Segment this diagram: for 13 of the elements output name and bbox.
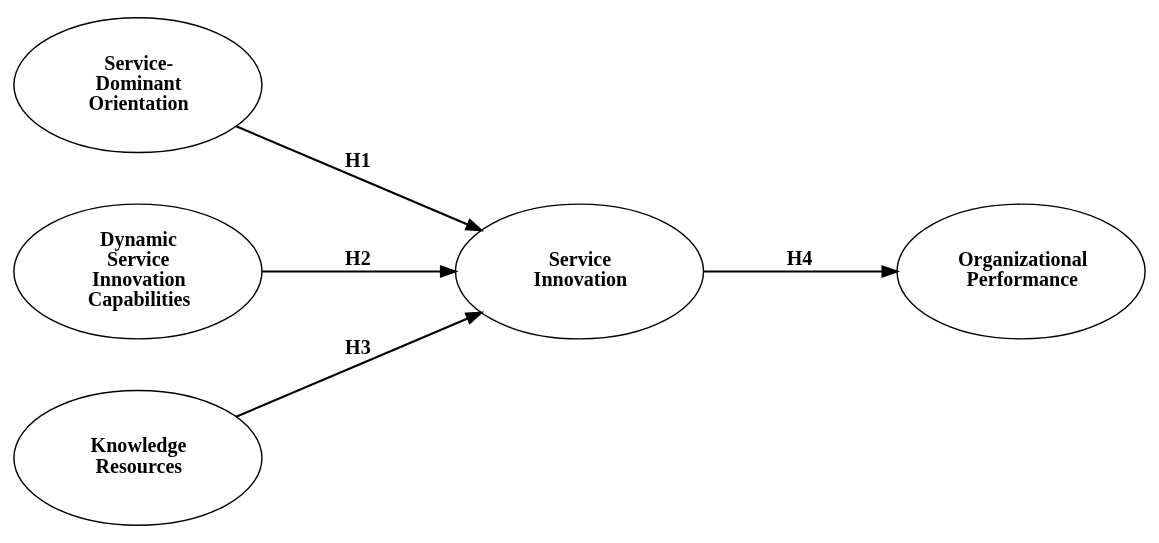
node-ellipse: Service Innovation (454, 203, 705, 340)
edge-label: H1 (345, 149, 371, 172)
edge-label: H3 (345, 335, 371, 358)
edge-label: H2 (345, 246, 371, 269)
arrow (235, 125, 485, 232)
node-ellipse: Organizational Performance (896, 203, 1146, 340)
arrow (262, 264, 459, 279)
arrow (235, 311, 485, 418)
node-ellipse: Service-Dominant Orientation (13, 17, 263, 154)
node-ellipse: Dynamic Service Innovation Capabilities (13, 203, 263, 340)
arrow (703, 264, 901, 279)
edge-label: H4 (786, 246, 813, 269)
node-ellipse: Knowledge Resources (13, 389, 263, 526)
